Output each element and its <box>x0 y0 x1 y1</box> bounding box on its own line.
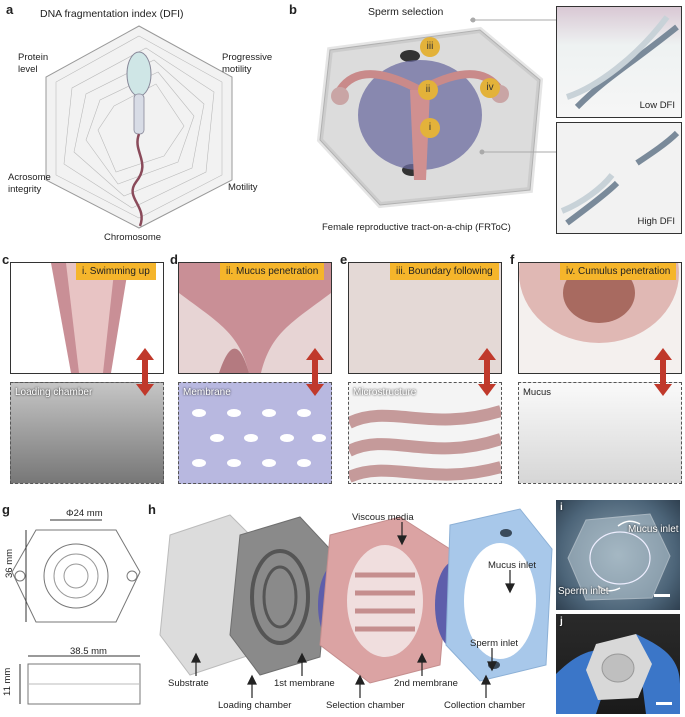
panel-label-h: h <box>148 502 156 517</box>
dfi-title: DNA fragmentation index (DFI) <box>40 8 184 20</box>
high-dfi-box: High DFI <box>556 122 682 234</box>
panel-label-a: a <box>6 2 14 17</box>
mucus-penetration-top <box>178 262 332 374</box>
label-membrane: Membrane <box>183 387 231 398</box>
exploded-chip-assembly <box>159 508 553 684</box>
hexagon-sperm-figure <box>45 25 233 229</box>
label-substrate: Substrate <box>168 678 209 689</box>
microstructure-view: Microstructure <box>348 382 502 484</box>
photo-chip-inlets: i Mucus inlet Sperm inlet <box>556 500 680 610</box>
panel-label-e: e <box>340 252 348 267</box>
marker-iv: iv <box>480 78 500 98</box>
marker-ii: ii <box>418 80 438 100</box>
low-dfi-label: Low DFI <box>639 100 675 111</box>
sperm-selection-title: Sperm selection <box>368 6 444 18</box>
banner-mucus-penetration: ii. Mucus penetration <box>220 263 325 280</box>
cumulus-penetration-top <box>518 262 682 374</box>
low-dfi-box: Low DFI <box>556 6 682 118</box>
frtoc-chip-illustration <box>316 26 544 209</box>
dim-width: 38.5 mm <box>70 646 107 657</box>
label-sperm-inlet: Sperm inlet <box>470 638 519 649</box>
photo-chip-in-hand: j <box>556 614 680 714</box>
banner-boundary-following: iii. Boundary following <box>390 263 499 280</box>
label-loading-chamber: Loading chamber <box>15 387 93 398</box>
label-progressive-motility: Progressive motility <box>222 52 273 75</box>
marker-iii: iii <box>420 37 440 57</box>
panel-label-d: d <box>170 252 178 267</box>
panel-label-f: f <box>510 252 515 267</box>
mucus-view: Mucus <box>518 382 682 484</box>
panel-label-c: c <box>2 252 10 267</box>
swimming-up-top <box>10 262 164 374</box>
frtoc-caption: Female reproductive tract-on-a-chip (FRT… <box>322 222 511 233</box>
panel-label-b: b <box>289 2 297 17</box>
label-collection-chamber: Collection chamber <box>444 700 526 711</box>
panel-label-i: i <box>560 502 563 513</box>
photo-label-sperm-inlet: Sperm inlet <box>558 586 609 597</box>
label-1st-membrane: 1st membrane <box>274 678 335 689</box>
high-dfi-label: High DFI <box>637 216 675 227</box>
panel-label-g: g <box>2 502 10 517</box>
label-selection-chamber: Selection chamber <box>326 700 405 711</box>
label-mucus-inlet: Mucus inlet <box>488 560 537 571</box>
label-motility: Motility <box>228 182 258 193</box>
dim-diameter: Φ24 mm <box>66 508 103 519</box>
label-2nd-membrane: 2nd membrane <box>394 678 458 689</box>
banner-cumulus-penetration: iv. Cumulus penetration <box>560 263 677 280</box>
banner-swimming-up: i. Swimming up <box>76 263 156 280</box>
label-viscous-media: Viscous media <box>352 512 414 523</box>
chip-dimension-drawing <box>11 519 141 705</box>
loading-chamber-view: Loading chamber <box>10 382 164 484</box>
label-mucus: Mucus <box>523 387 551 398</box>
label-acrosome-integrity: Acrosome integrity <box>8 172 51 195</box>
panel-label-j: j <box>560 616 563 627</box>
label-loading-chamber-h: Loading chamber <box>218 700 292 711</box>
label-microstructure: Microstructure <box>353 387 417 398</box>
label-protein-level: Protein level <box>18 52 49 75</box>
boundary-following-top <box>348 262 502 374</box>
photo-label-mucus-inlet: Mucus inlet <box>628 524 679 535</box>
connector-lines <box>470 17 556 155</box>
marker-i: i <box>420 118 440 138</box>
membrane-view: Membrane <box>178 382 332 484</box>
label-chromosome: Chromosome <box>104 232 162 243</box>
